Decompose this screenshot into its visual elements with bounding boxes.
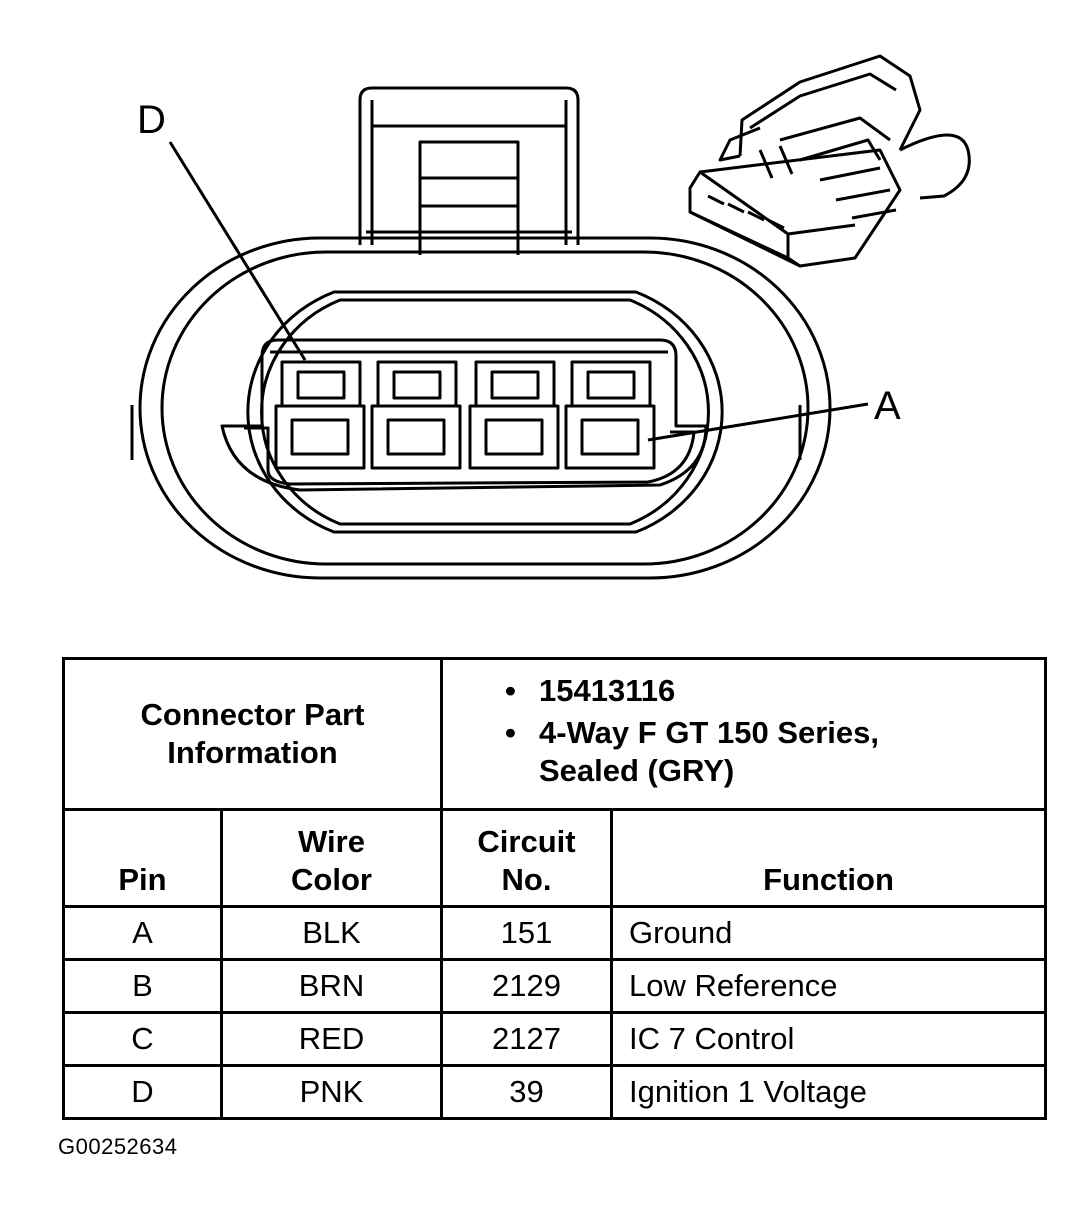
cell-wire-color: PNK <box>220 1064 443 1120</box>
col-header-circuit: Circuit No. <box>440 808 613 908</box>
column-header-row: Pin Wire Color Circuit No. Function <box>62 808 1047 908</box>
housing-outer <box>130 236 832 580</box>
pin-d-callout: D <box>137 98 166 142</box>
info-part-number: 15413116 <box>505 672 1044 710</box>
cell-pin: A <box>62 905 223 961</box>
leader-line-a <box>647 402 869 442</box>
info-values-cell: 15413116 4-Way F GT 150 Series, Sealed (… <box>440 657 1047 811</box>
info-list: 15413116 4-Way F GT 150 Series, Sealed (… <box>443 672 1044 790</box>
cell-function: Ignition 1 Voltage <box>610 1064 1047 1120</box>
cell-wire-color: RED <box>220 1011 443 1067</box>
leader-line-d <box>168 141 307 361</box>
latch-tab <box>358 86 580 255</box>
table-row: D PNK 39 Ignition 1 Voltage <box>62 1064 1047 1120</box>
cell-function: Ground <box>610 905 1047 961</box>
cell-circuit: 2127 <box>440 1011 613 1067</box>
col-header-wire-color: Wire Color <box>220 808 443 908</box>
table-row: A BLK 151 Ground <box>62 905 1047 961</box>
terminal-sockets <box>274 360 656 470</box>
pin-a-callout: A <box>874 384 901 428</box>
cell-pin: B <box>62 958 223 1014</box>
cell-circuit: 2129 <box>440 958 613 1014</box>
info-header-label: Connector Part Information <box>140 697 365 770</box>
cell-pin: C <box>62 1011 223 1067</box>
info-header-cell: Connector Part Information <box>62 657 443 811</box>
socket-a <box>564 360 656 470</box>
table-row: B BRN 2129 Low Reference <box>62 958 1047 1014</box>
connector-face-diagram <box>130 54 971 580</box>
cell-circuit: 39 <box>440 1064 613 1120</box>
socket-c <box>370 360 462 470</box>
terminal-cavity <box>220 338 708 492</box>
connector-3d-view <box>688 54 971 268</box>
figure-id: G00252634 <box>58 1134 178 1159</box>
socket-d <box>274 360 366 470</box>
cell-circuit: 151 <box>440 905 613 961</box>
info-row: Connector Part Information 15413116 4-Wa… <box>62 657 1047 811</box>
cell-wire-color: BLK <box>220 905 443 961</box>
cell-function: IC 7 Control <box>610 1011 1047 1067</box>
connector-info-table: Connector Part Information 15413116 4-Wa… <box>62 657 1047 1120</box>
cell-wire-color: BRN <box>220 958 443 1014</box>
cell-pin: D <box>62 1064 223 1120</box>
socket-b <box>468 360 560 470</box>
table-row: C RED 2127 IC 7 Control <box>62 1011 1047 1067</box>
col-header-function: Function <box>610 808 1047 908</box>
col-header-pin: Pin <box>62 808 223 908</box>
info-description: 4-Way F GT 150 Series, Sealed (GRY) <box>505 714 959 790</box>
cell-function: Low Reference <box>610 958 1047 1014</box>
